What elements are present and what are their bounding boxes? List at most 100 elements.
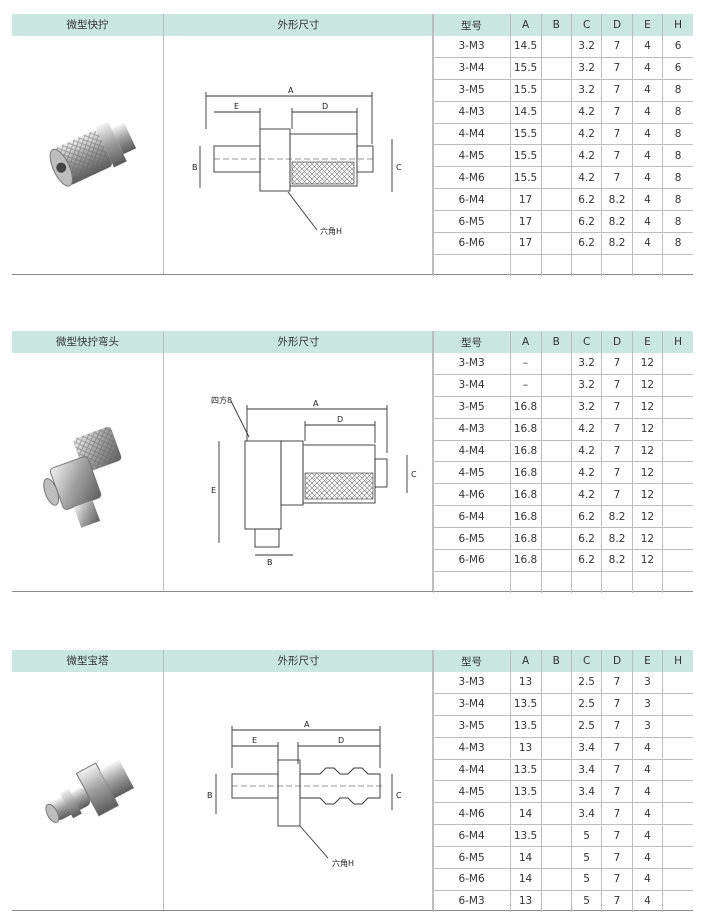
value-cell: 8.2 bbox=[601, 210, 633, 234]
value-cell bbox=[662, 396, 693, 419]
svg-text:四方8: 四方8 bbox=[211, 395, 232, 405]
value-cell bbox=[540, 396, 572, 419]
value-cell: 4 bbox=[631, 210, 663, 234]
value-cell bbox=[662, 802, 693, 826]
value-cell bbox=[662, 868, 693, 891]
model-cell: 6-M5 bbox=[432, 846, 511, 870]
model-cell: 6-M4 bbox=[432, 505, 511, 529]
value-cell bbox=[540, 166, 572, 190]
value-cell: 14 bbox=[509, 802, 542, 826]
value-cell bbox=[662, 461, 693, 485]
product-name-header: 微型宝塔 bbox=[12, 650, 163, 672]
value-cell: 14.5 bbox=[509, 101, 542, 124]
svg-text:C: C bbox=[411, 470, 417, 479]
value-cell bbox=[540, 890, 572, 912]
model-cell: 3-M5 bbox=[432, 715, 511, 738]
value-cell: 4 bbox=[631, 166, 663, 190]
value-cell: 4 bbox=[631, 802, 663, 826]
model-cell: 3-M4 bbox=[432, 57, 511, 80]
value-cell: 7 bbox=[601, 672, 633, 694]
value-cell: 16.8 bbox=[509, 483, 542, 507]
value-cell: 3.4 bbox=[570, 759, 602, 782]
value-cell: 7 bbox=[601, 57, 633, 80]
value-cell: 3 bbox=[631, 715, 663, 738]
value-cell: 2.5 bbox=[570, 715, 602, 738]
model-cell: 4-M3 bbox=[432, 101, 511, 124]
value-cell: 16.8 bbox=[509, 440, 542, 463]
value-cell bbox=[540, 57, 572, 80]
model-cell: 6-M4 bbox=[432, 188, 511, 212]
value-cell bbox=[662, 846, 693, 870]
value-cell: 7 bbox=[601, 374, 633, 397]
model-cell: 4-M3 bbox=[432, 737, 511, 760]
value-cell bbox=[540, 440, 572, 463]
value-cell bbox=[662, 418, 693, 441]
svg-text:E: E bbox=[252, 736, 257, 745]
value-cell bbox=[540, 571, 572, 593]
value-cell: 15.5 bbox=[509, 166, 542, 190]
value-cell: 8 bbox=[662, 144, 693, 168]
value-cell: 12 bbox=[631, 461, 663, 485]
value-cell bbox=[570, 571, 602, 593]
value-cell: 4 bbox=[631, 144, 663, 168]
value-cell: 7 bbox=[601, 36, 633, 58]
value-cell bbox=[540, 824, 572, 848]
svg-text:A: A bbox=[313, 399, 319, 408]
value-cell: 8.2 bbox=[601, 188, 633, 212]
value-cell: 4 bbox=[631, 188, 663, 212]
value-cell: 5 bbox=[570, 890, 602, 912]
model-cell: 4-M5 bbox=[432, 780, 511, 804]
value-cell bbox=[662, 353, 693, 375]
value-cell: 4.2 bbox=[570, 101, 602, 124]
model-cell: 4-M4 bbox=[432, 123, 511, 146]
value-cell: 6.2 bbox=[570, 232, 602, 255]
value-cell bbox=[631, 254, 663, 276]
value-cell: 4 bbox=[631, 36, 663, 58]
value-cell bbox=[662, 737, 693, 760]
value-cell: 4 bbox=[631, 737, 663, 760]
value-cell: 4 bbox=[631, 232, 663, 255]
value-cell: 8.2 bbox=[601, 549, 633, 572]
value-cell: 12 bbox=[631, 396, 663, 419]
value-cell: 15.5 bbox=[509, 144, 542, 168]
value-cell bbox=[540, 418, 572, 441]
model-cell: 3-M4 bbox=[432, 374, 511, 397]
value-cell: 13 bbox=[509, 737, 542, 760]
value-cell: 4.2 bbox=[570, 440, 602, 463]
model-cell: 4-M6 bbox=[432, 802, 511, 826]
value-cell bbox=[540, 374, 572, 397]
value-cell: 7 bbox=[601, 890, 633, 912]
value-cell: 12 bbox=[631, 483, 663, 507]
value-cell: 13.5 bbox=[509, 759, 542, 782]
value-cell: 15.5 bbox=[509, 123, 542, 146]
svg-text:六角H: 六角H bbox=[332, 858, 354, 868]
value-cell bbox=[540, 868, 572, 891]
value-cell: 14 bbox=[509, 846, 542, 870]
value-cell: 8.2 bbox=[601, 527, 633, 551]
value-cell: 3.4 bbox=[570, 780, 602, 804]
svg-text:六角H: 六角H bbox=[320, 226, 342, 236]
section-micro-barb: 微型宝塔 外形尺寸 A bbox=[12, 650, 693, 912]
value-cell: 8.2 bbox=[601, 505, 633, 529]
value-cell bbox=[540, 483, 572, 507]
table-row bbox=[432, 254, 693, 276]
value-cell bbox=[662, 505, 693, 529]
value-cell bbox=[540, 210, 572, 234]
value-cell: 4 bbox=[631, 123, 663, 146]
value-cell: 3.4 bbox=[570, 737, 602, 760]
value-cell: – bbox=[509, 374, 542, 397]
value-cell bbox=[540, 846, 572, 870]
model-cell: 6-M6 bbox=[432, 868, 511, 891]
